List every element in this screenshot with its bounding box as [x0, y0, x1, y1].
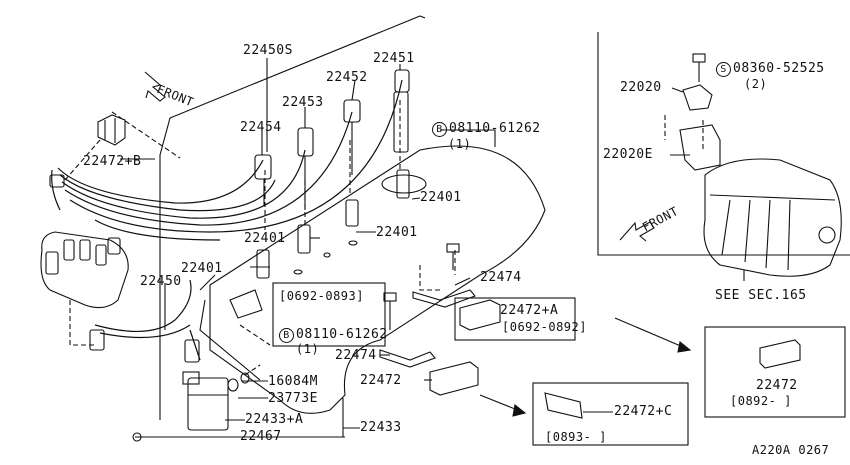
label-22401-a: 22401	[420, 190, 462, 205]
label-22433: 22433	[360, 420, 402, 435]
label-22454: 22454	[240, 120, 282, 135]
dashed-guides	[64, 100, 704, 376]
bolts	[383, 53, 706, 330]
brackets-22474	[229, 289, 476, 368]
label-22401-d: 22401	[181, 261, 223, 276]
bolt-code-2: 08110-61262	[296, 327, 388, 342]
label-23773e: 23773E	[268, 391, 318, 406]
label-22450: 22450	[140, 274, 182, 289]
air-cleaner	[679, 84, 842, 277]
bolt-symbol: B	[432, 122, 447, 137]
spark-plugs	[256, 169, 410, 279]
see-section-label: SEE SEC.165	[715, 288, 807, 303]
clip-22472b	[97, 114, 126, 146]
label-22453: 22453	[282, 95, 324, 110]
label-22433a: 22433+A	[245, 412, 304, 427]
label-16084m: 16084M	[268, 374, 318, 389]
figure-code: A220A 0267	[752, 443, 830, 457]
bolt-symbol-2: B	[279, 328, 294, 343]
label-22467: 22467	[240, 429, 282, 444]
leader-lines	[120, 58, 745, 438]
label-22401-b: 22401	[376, 225, 418, 240]
label-22472a: 22472+A	[500, 303, 559, 318]
screw-symbol: S	[716, 62, 731, 77]
bolt-qty-top: (1)	[448, 137, 472, 151]
range-label-c: [0893- ]	[545, 430, 607, 444]
range-box-left	[272, 282, 386, 347]
front-arrow-left-icon	[144, 71, 166, 102]
spark-plug-wires	[51, 79, 403, 361]
bolt-code: 08110-61262	[449, 121, 541, 136]
distributor-cap	[40, 174, 200, 363]
label-22451: 22451	[373, 51, 415, 66]
callout-box-c	[532, 382, 689, 446]
label-22472: 22472	[360, 373, 402, 388]
range-label-box: [0892- ]	[730, 394, 792, 408]
label-22474-a: 22474	[480, 270, 522, 285]
label-22472-box: 22472	[756, 378, 798, 393]
label-22020: 22020	[620, 80, 662, 95]
clips-22472	[429, 299, 801, 419]
front-arrow-right-icon	[619, 221, 655, 242]
callout-arrows	[479, 317, 692, 417]
label-22472b: 22472+B	[83, 154, 142, 169]
range-label-left: [0692-0893]	[279, 289, 364, 303]
callout-box-new	[704, 326, 846, 418]
screw-code: 08360-52525	[733, 61, 825, 76]
label-22450s: 22450S	[243, 43, 293, 58]
valve-cover	[159, 15, 546, 420]
section-divider	[597, 32, 850, 256]
label-22401-c: 22401	[244, 231, 286, 246]
label-22452: 22452	[326, 70, 368, 85]
screw-qty: (2)	[744, 77, 768, 91]
label-22474-b: 22474	[335, 348, 377, 363]
label-22020e: 22020E	[603, 147, 653, 162]
ignition-coil	[132, 371, 250, 442]
plug-boots	[254, 69, 410, 210]
range-label-a: [0692-0892]	[502, 320, 587, 334]
range-box-a	[454, 297, 576, 341]
bolt-qty-mid: (1)	[296, 342, 320, 356]
label-22472c: 22472+C	[614, 404, 673, 419]
